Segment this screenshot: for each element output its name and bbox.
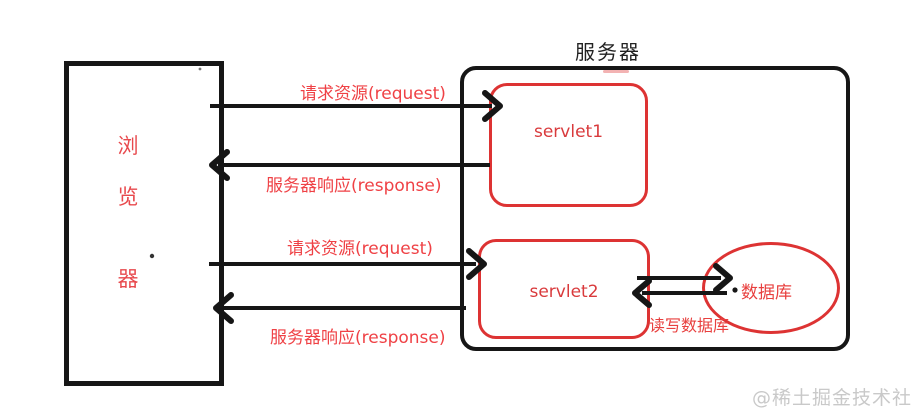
db-readwrite-label: 读写数据库 — [649, 316, 730, 335]
response1-label: 服务器响应(response) — [266, 176, 442, 196]
server-title: 服务器 — [575, 40, 641, 64]
browser-label-char-2: 览 — [117, 185, 139, 209]
response2-label: 服务器响应(response) — [270, 328, 446, 348]
red-smudge-mark — [603, 70, 629, 73]
servlet1-box: servlet1 — [489, 83, 648, 207]
response2-arrow-icon — [213, 292, 466, 324]
database-ellipse — [702, 242, 840, 334]
browser-box — [64, 61, 224, 386]
database-label: 数据库 — [741, 283, 792, 303]
servlet2-label: servlet2 — [529, 282, 599, 302]
servlet2-box: servlet2 — [478, 239, 650, 339]
request2-label: 请求资源(request) — [287, 239, 433, 259]
watermark-text: @稀土掘金技术社区 — [752, 387, 913, 409]
browser-label-char-3: 器 — [117, 267, 139, 291]
browser-label-char-1: 浏 — [117, 134, 139, 158]
servlet1-label: servlet1 — [533, 122, 604, 142]
request1-label: 请求资源(request) — [300, 84, 446, 104]
